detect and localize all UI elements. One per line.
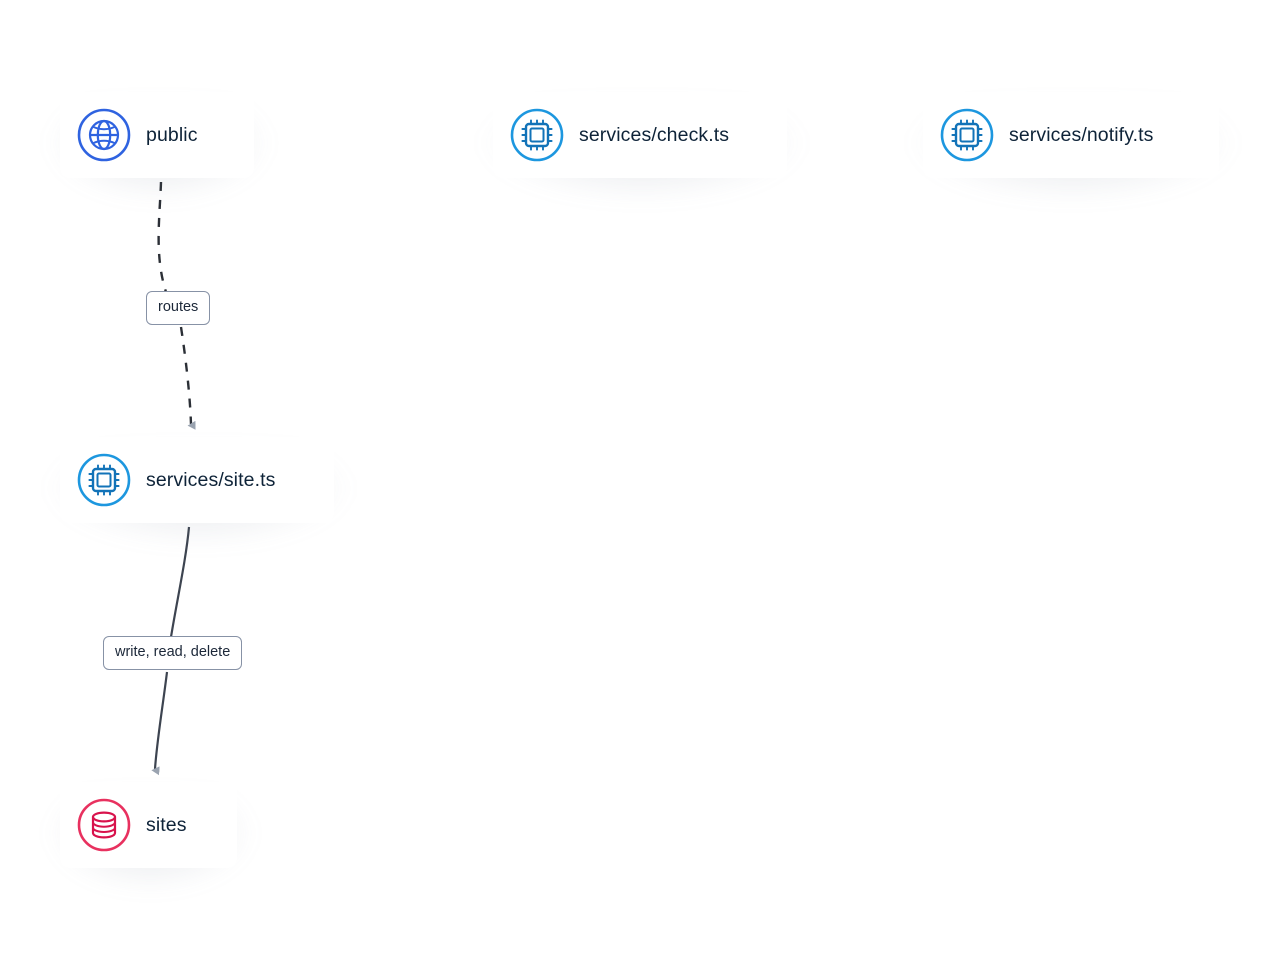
edge-site-to-sites-lower (151, 671, 169, 776)
edge-public-to-site-lower (179, 326, 196, 430)
node-label: services/check.ts (579, 123, 730, 146)
cpu-chip-icon (77, 453, 131, 507)
cpu-chip-icon (510, 108, 564, 162)
node-label: public (146, 123, 198, 146)
node-sites[interactable]: sites (57, 779, 240, 871)
node-services-check[interactable]: services/check.ts (490, 89, 790, 181)
node-label: sites (146, 813, 187, 836)
node-services-notify[interactable]: services/notify.ts (920, 89, 1222, 181)
edge-label-write-read-delete: write, read, delete (103, 636, 243, 670)
node-services-site[interactable]: services/site.ts (57, 434, 337, 526)
cpu-chip-icon (940, 108, 994, 162)
database-icon (77, 798, 131, 852)
edge-label-routes: routes (146, 291, 211, 325)
node-public[interactable]: public (57, 89, 257, 181)
globe-icon (77, 108, 131, 162)
node-label: services/site.ts (146, 468, 276, 491)
node-label: services/notify.ts (1009, 123, 1154, 146)
